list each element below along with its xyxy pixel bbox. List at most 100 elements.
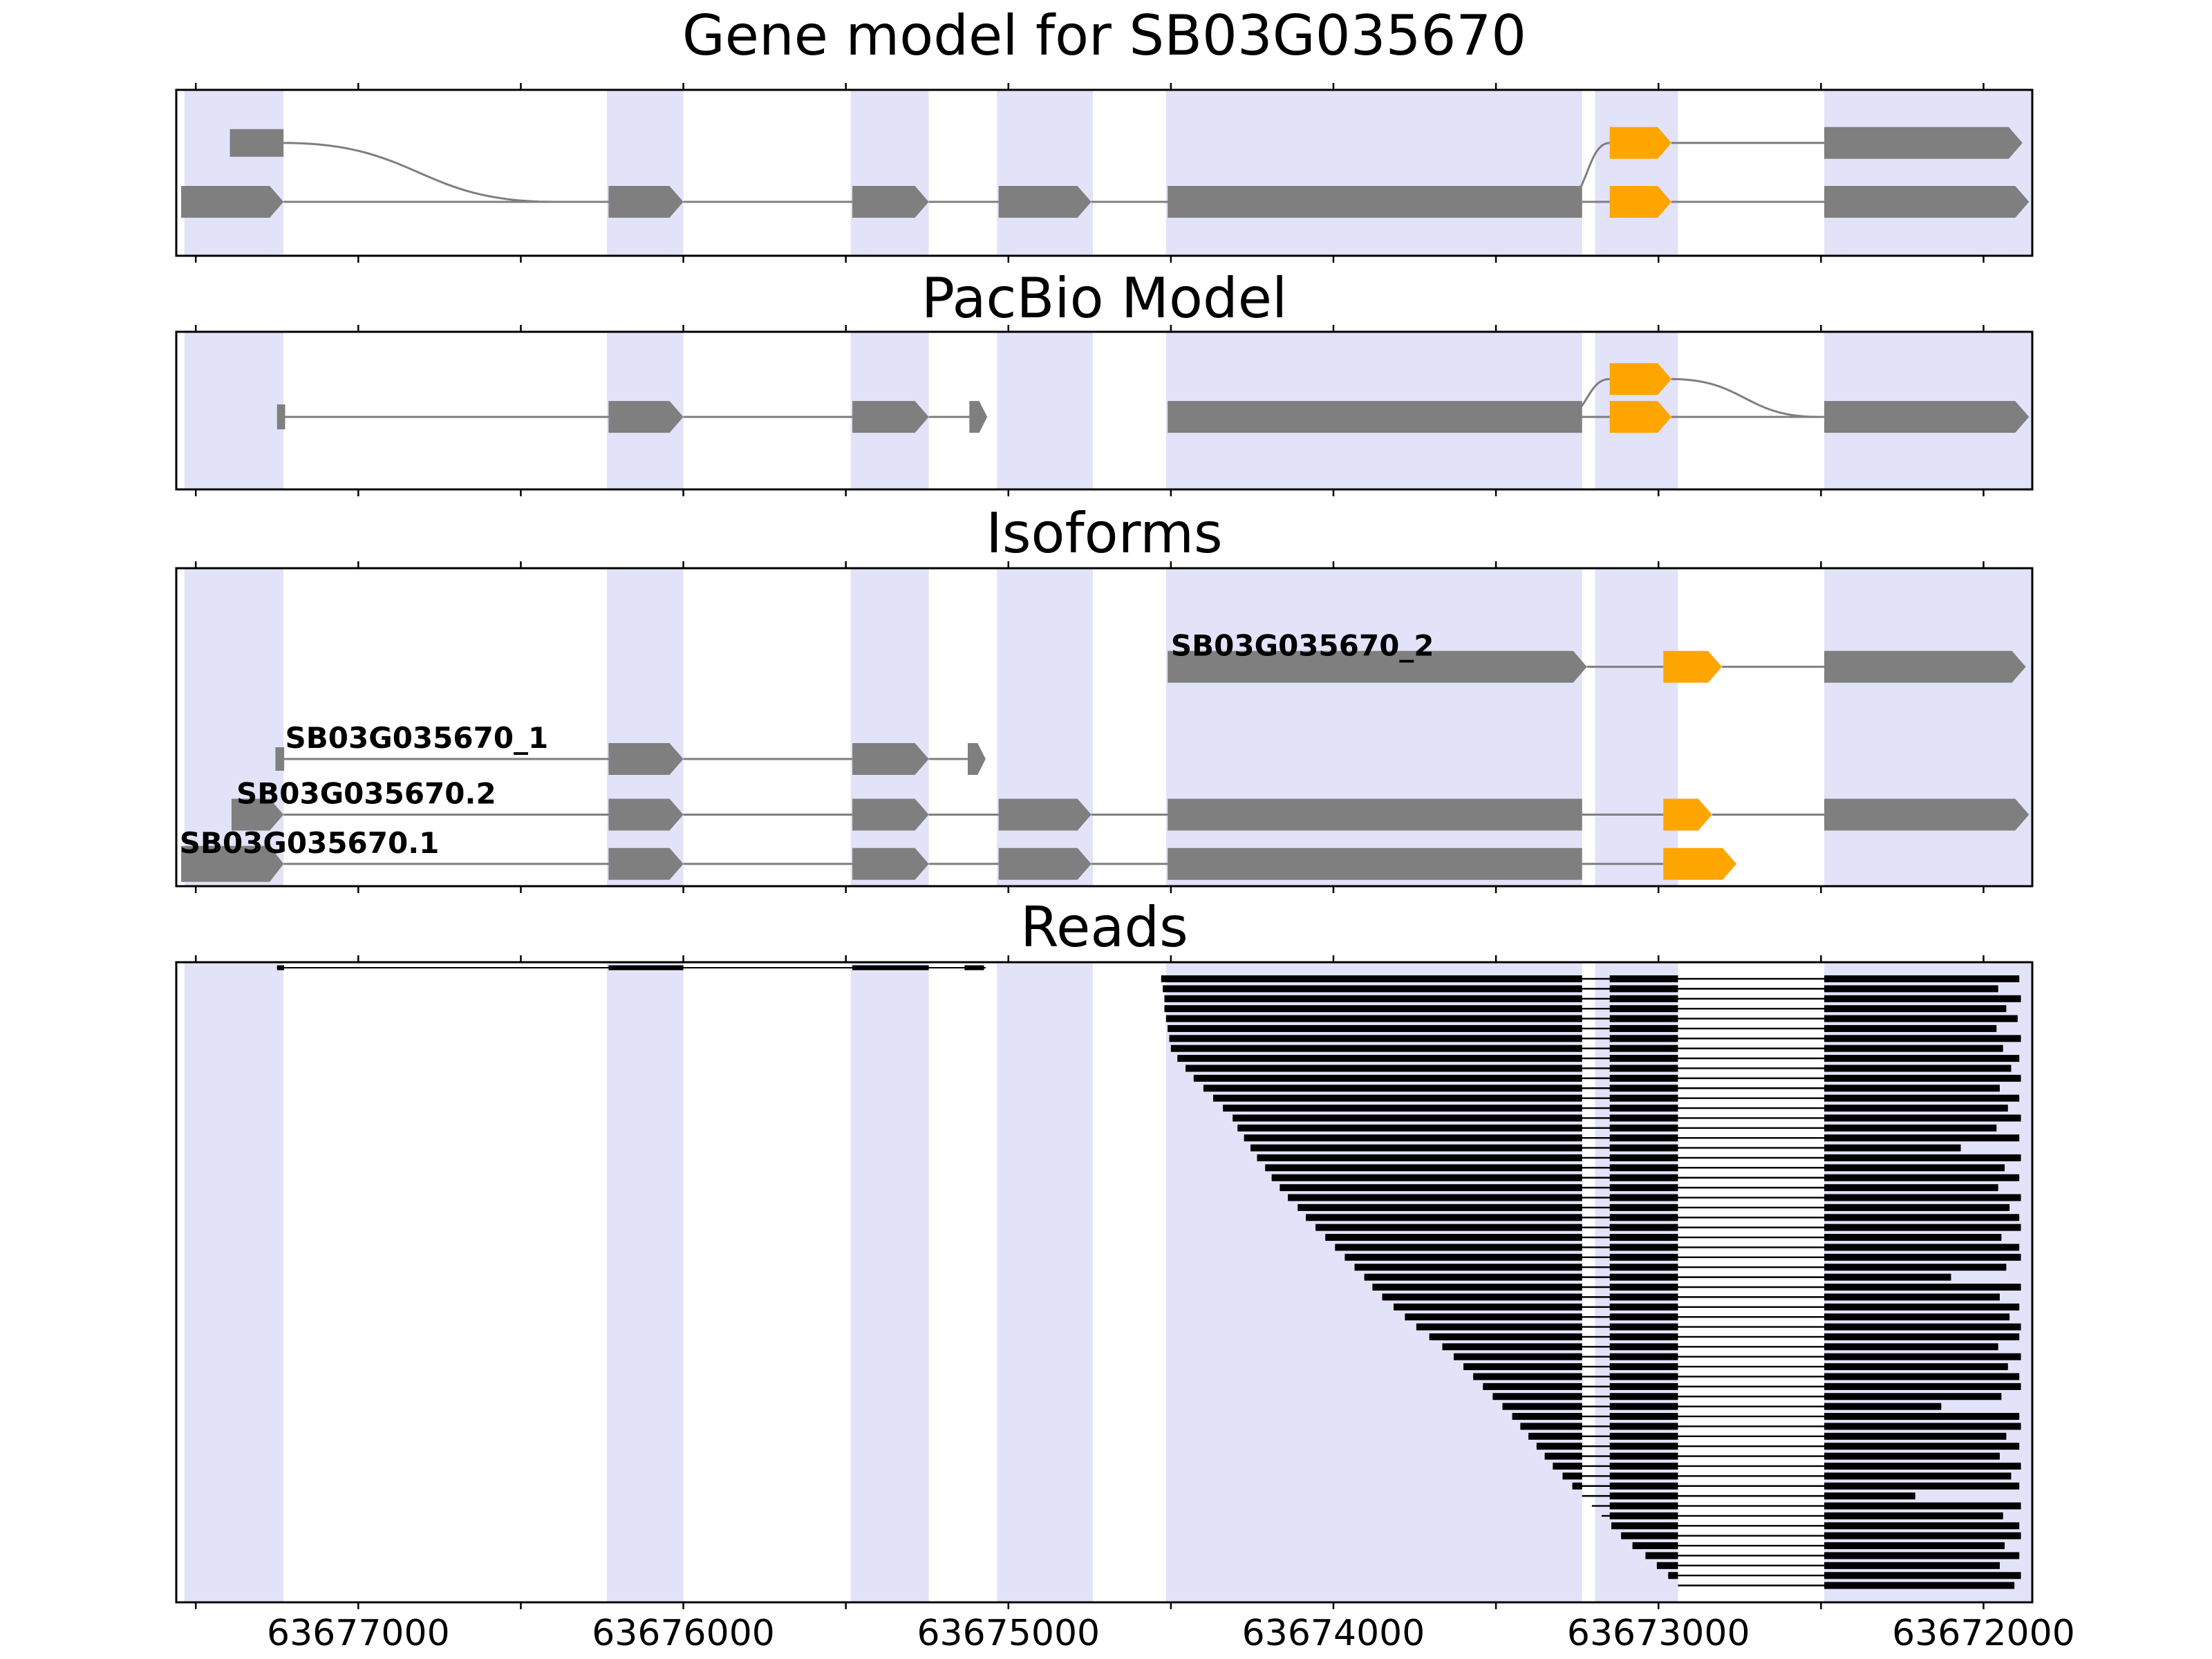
read-exon bbox=[1609, 1085, 1678, 1092]
exon bbox=[608, 847, 684, 880]
read-exon bbox=[1824, 1472, 2012, 1480]
read-exon bbox=[1609, 1134, 1678, 1142]
read-exon bbox=[1429, 1333, 1582, 1340]
exon bbox=[1824, 186, 2030, 218]
read-exon bbox=[1609, 1323, 1678, 1331]
read-exon bbox=[1528, 1432, 1582, 1440]
isoform-label: SB03G035670.2 bbox=[236, 777, 496, 811]
highlight-exon bbox=[1609, 186, 1672, 218]
exon bbox=[276, 404, 285, 430]
exon bbox=[229, 129, 284, 157]
x-tick-label: 63676000 bbox=[592, 1613, 775, 1654]
read-exon bbox=[1824, 1333, 2020, 1340]
read-exon bbox=[1824, 1482, 2020, 1490]
read-exon bbox=[1824, 1502, 2021, 1510]
read-exon bbox=[1824, 1562, 2000, 1569]
highlight-band bbox=[1165, 568, 1582, 886]
read-exon bbox=[1315, 1224, 1582, 1231]
exon bbox=[231, 798, 284, 831]
panel-border bbox=[175, 961, 2034, 1604]
highlight-band bbox=[997, 962, 1094, 1602]
exon bbox=[998, 798, 1091, 831]
highlight-exon bbox=[1609, 363, 1672, 395]
highlight-band bbox=[184, 962, 284, 1602]
isoform-label: SB03G035670.1 bbox=[180, 826, 440, 860]
highlight-band bbox=[850, 90, 929, 256]
read-exon bbox=[1824, 1443, 2020, 1450]
read-exon bbox=[1572, 1482, 1582, 1490]
read-exon bbox=[1824, 1024, 1997, 1032]
read-exon bbox=[1382, 1293, 1582, 1301]
read-exon bbox=[1609, 1293, 1678, 1301]
read-exon bbox=[1609, 975, 1678, 982]
x-tick-label: 63677000 bbox=[267, 1613, 450, 1654]
read-exon bbox=[1824, 1462, 2021, 1470]
exon bbox=[1168, 798, 1582, 831]
exon bbox=[998, 186, 1091, 218]
read-exon bbox=[1824, 1124, 1997, 1132]
read-exon bbox=[1609, 1253, 1678, 1261]
read-exon bbox=[1483, 1382, 1582, 1390]
read-exon bbox=[1824, 1253, 2021, 1261]
read-exon bbox=[1609, 1382, 1678, 1390]
gene-model-title: Gene model for SB03G035670 bbox=[682, 3, 1527, 68]
highlight-band bbox=[184, 332, 284, 489]
read-exon bbox=[1416, 1323, 1582, 1331]
panel-gene-model bbox=[175, 83, 2034, 263]
read-exon bbox=[852, 965, 929, 971]
read-exon bbox=[1463, 1363, 1582, 1371]
read-exon bbox=[1824, 1284, 2021, 1291]
read-exon bbox=[1164, 995, 1582, 1002]
exon bbox=[1824, 650, 2026, 683]
read-exon bbox=[1372, 1284, 1582, 1291]
read-exon bbox=[1609, 1214, 1678, 1221]
isoform-label: SB03G035670_1 bbox=[285, 721, 549, 755]
read-exon bbox=[1609, 1184, 1678, 1192]
exon bbox=[852, 401, 929, 433]
read-exon bbox=[1544, 1452, 1582, 1460]
highlight-band bbox=[1824, 568, 2032, 886]
x-tick-label: 63673000 bbox=[1567, 1613, 1750, 1654]
highlight-band bbox=[1595, 90, 1678, 256]
read-exon bbox=[1520, 1423, 1582, 1430]
read-exon bbox=[1250, 1144, 1582, 1152]
read-exon bbox=[1244, 1134, 1582, 1142]
read-exon bbox=[1609, 1065, 1678, 1072]
exon bbox=[608, 798, 684, 831]
exon bbox=[608, 743, 684, 775]
read-exon bbox=[1405, 1313, 1582, 1321]
highlight-band bbox=[1595, 568, 1678, 886]
highlight-exon bbox=[1609, 126, 1672, 159]
read-exon bbox=[1824, 995, 2021, 1002]
read-exon bbox=[1824, 1542, 2005, 1550]
read-exon bbox=[1609, 1462, 1678, 1470]
read-exon bbox=[1492, 1393, 1582, 1400]
read-exon bbox=[1344, 1253, 1582, 1261]
highlight-exon bbox=[1609, 401, 1672, 433]
read-exon bbox=[1453, 1353, 1582, 1360]
exon bbox=[1824, 401, 2030, 433]
isoforms-title: Isoforms bbox=[986, 501, 1223, 565]
read-exon bbox=[1165, 1015, 1582, 1022]
read-exon bbox=[1257, 1154, 1582, 1161]
read-exon bbox=[1824, 1065, 2012, 1072]
read-exon bbox=[608, 965, 684, 971]
highlight-band bbox=[607, 568, 684, 886]
highlight-exon bbox=[1663, 847, 1737, 880]
read-exon bbox=[1609, 1035, 1678, 1042]
splice-connector bbox=[1671, 377, 1818, 418]
read-exon bbox=[1562, 1472, 1582, 1480]
read-exon bbox=[1824, 1074, 2021, 1082]
read-exon bbox=[1609, 1373, 1678, 1380]
exon bbox=[1824, 126, 2023, 159]
highlight-band bbox=[607, 962, 684, 1602]
read-exon bbox=[1364, 1273, 1582, 1281]
read-exon bbox=[1824, 1353, 2021, 1360]
panel-border bbox=[175, 330, 2034, 491]
read-exon bbox=[1609, 1224, 1678, 1231]
read-exon bbox=[1609, 1044, 1678, 1052]
exon bbox=[275, 747, 285, 771]
exon bbox=[1168, 401, 1582, 433]
exon bbox=[852, 743, 929, 775]
read-exon bbox=[1609, 1234, 1678, 1241]
